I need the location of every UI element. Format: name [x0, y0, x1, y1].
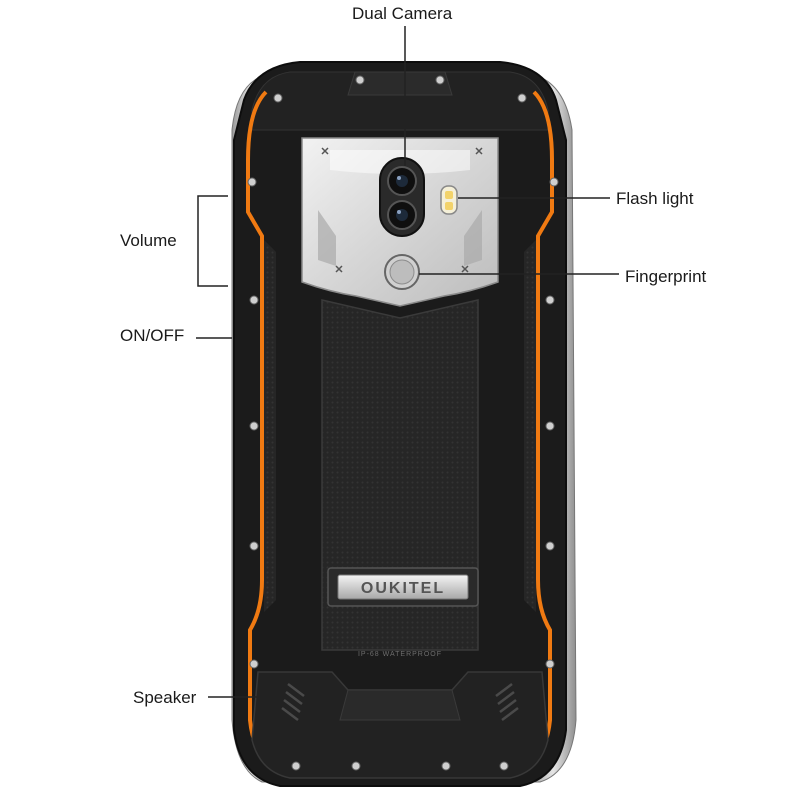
- volume-label: Volume: [120, 231, 177, 250]
- flash-light-label: Flash light: [616, 189, 694, 208]
- speaker-grille-right: [495, 683, 519, 721]
- callout-leader-lines: [196, 26, 619, 698]
- brand-logo-text: OUKITEL: [361, 580, 445, 597]
- fingerprint-label: Fingerprint: [625, 267, 707, 286]
- textured-back-panel: [321, 299, 479, 651]
- on-off-label: ON/OFF: [120, 326, 185, 345]
- body-screws: [247, 75, 559, 771]
- bottom-bumper: [251, 671, 549, 779]
- dual-camera-label: Dual Camera: [352, 4, 453, 23]
- speaker-label: Speaker: [133, 688, 197, 707]
- speaker-grille-left: [281, 683, 305, 721]
- waterproof-rating-text: IP-68 WATERPROOF: [358, 651, 442, 658]
